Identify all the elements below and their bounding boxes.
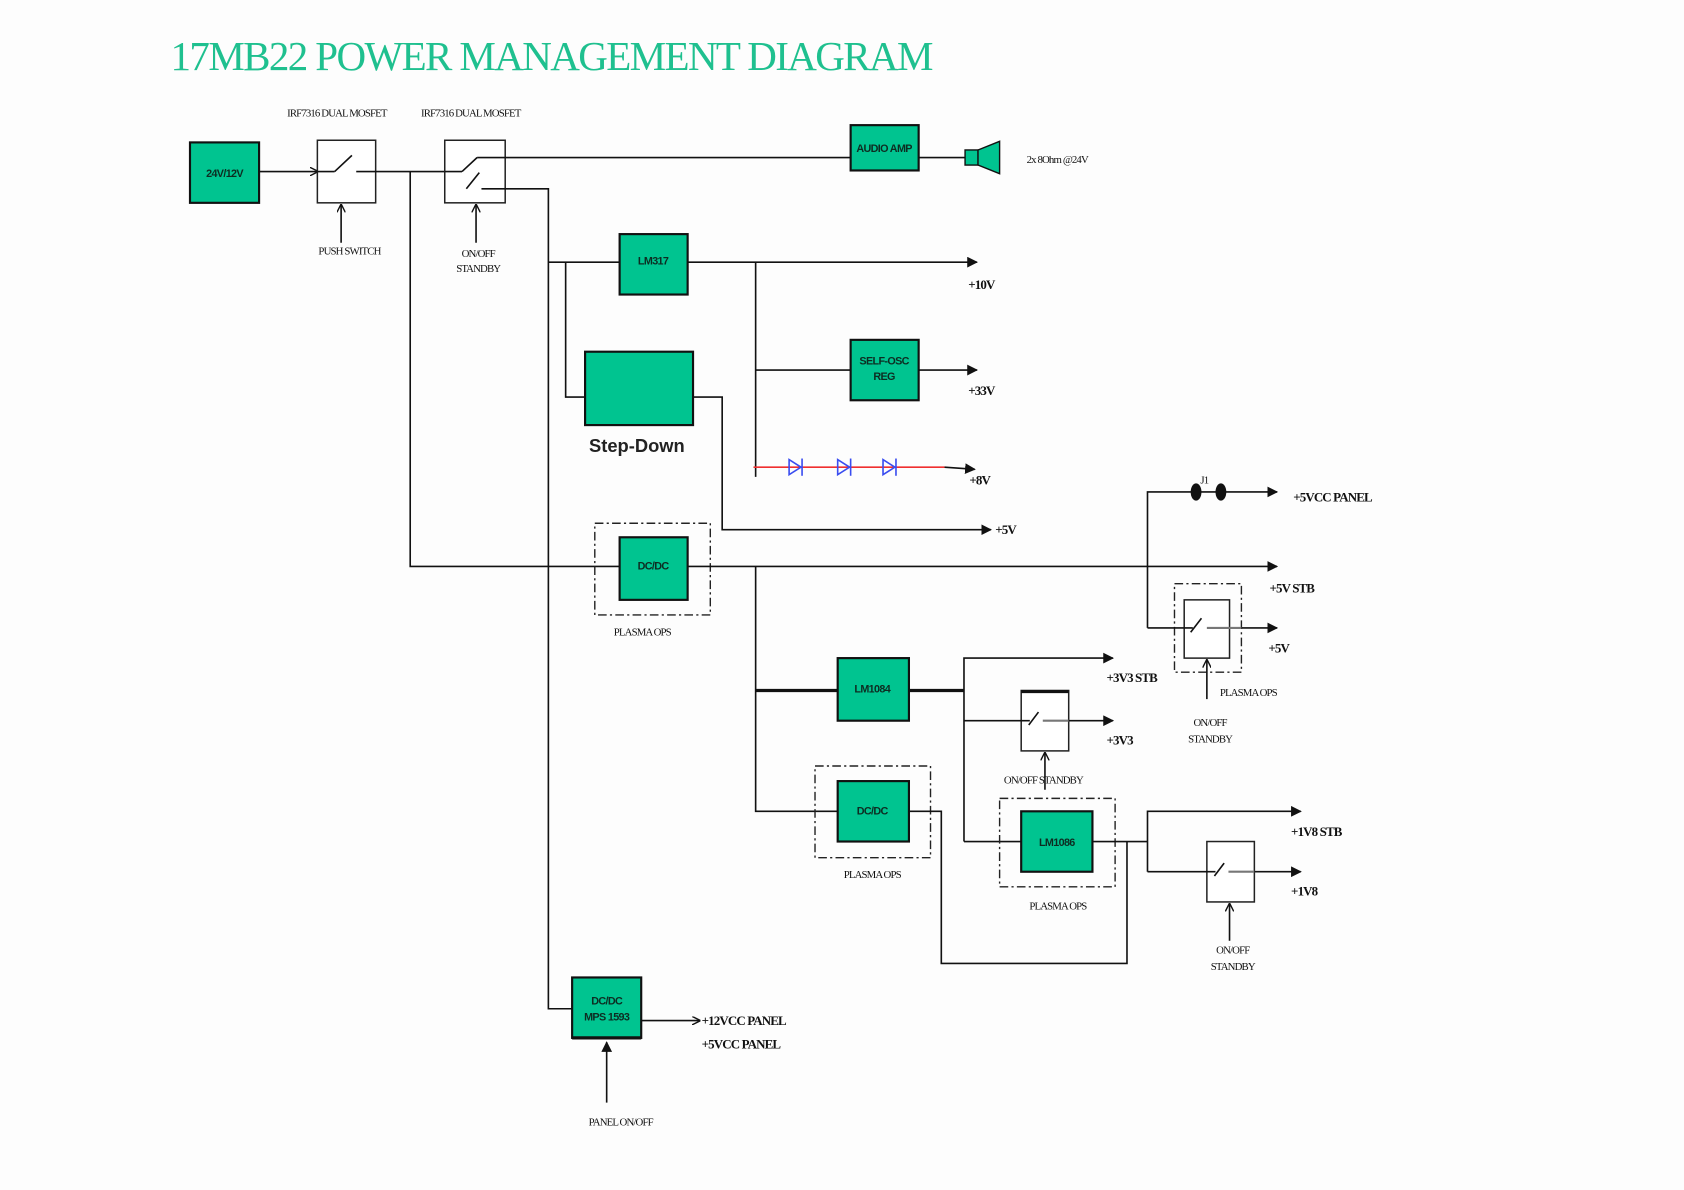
dcdc-lower-block: DC/DC [836,780,911,843]
dcdc-panel-label-line2: MPS 1593 [584,1012,630,1024]
push-switch-label: PUSH SWITCH [318,246,381,258]
output-10v-label: +10V [968,277,996,292]
mosfet-1-label: IRF7316 DUAL MOSFET [287,108,388,120]
output-8v-label: +8V [969,472,991,487]
standby-1v8-label-line2: STANDBY [1211,961,1256,973]
standby-1v8-label-line1: ON/OFF [1216,945,1250,957]
mosfet-2-label: IRF7316 DUAL MOSFET [421,108,522,120]
standby-1-label-line1: ON/OFF [462,248,496,260]
connector-j1-pin-icon [1215,483,1227,501]
wire-to-dcdc-main [409,171,620,568]
switch-contact-icon [334,154,353,173]
connector-j1-pin-icon [1190,483,1202,501]
plasma-ops-lm1086-group [998,797,1116,888]
wire-3v3-stb-output [963,652,1115,691]
output-5v-stepdown-label: +5V [995,522,1017,537]
output-1v8-label: +1V8 [1291,883,1319,898]
wire-main-switched-rail [505,187,573,1010]
input-24v-12v-block: 24V/12V [188,141,261,204]
standby-5v-label-line1: ON/OFF [1194,717,1228,729]
audio-amp-label: AUDIO AMP [856,143,912,155]
connector-j1-label: J1 [1200,474,1208,486]
standby-1-label-line2: STANDBY [456,263,501,275]
lm317-label: LM317 [638,255,669,267]
wire-5vcc-panel [1146,486,1279,628]
output-1v8-stb-label: +1V8 STB [1291,824,1343,839]
output-3v3-label: +3V3 [1106,732,1134,747]
plasma-ops-lm1086-label: PLASMA OPS [1029,900,1087,912]
output-5vcc-panel-2-label: +5VCC PANEL [702,1037,782,1052]
output-5vcc-panel-label: +5VCC PANEL [1293,490,1373,505]
diode-icon [882,458,897,477]
wire-1v8-stb-output [1146,805,1302,842]
step-down-block [584,350,695,427]
plasma-ops-dcdc-lower-label: PLASMA OPS [844,869,902,881]
plasma-ops-main-label: PLASMA OPS [614,626,672,638]
3v3-standby-switch [963,689,1070,752]
diode-icon [788,458,803,477]
diode-chain [753,458,976,477]
speaker-icon [964,140,1001,175]
step-down-label: Step-Down [589,435,685,456]
dcdc-main-label: DC/DC [638,561,670,573]
5v-standby-switch [1147,599,1242,659]
lm1084-block: LM1084 [836,657,911,722]
output-12vcc-panel-label: +12VCC PANEL [702,1013,787,1028]
push-switch-mosfet [316,139,377,204]
output-33v-label: +33V [968,383,996,398]
plasma-ops-5v-switch-label: PLASMA OPS [1220,687,1278,699]
output-3v3-stb-label: +3V3 STB [1106,670,1158,685]
diagram-title: 17MB22 POWER MANAGEMENT DIAGRAM [171,33,933,79]
dcdc-main-block: DC/DC [618,536,689,601]
lm1086-block: LM1086 [1020,810,1094,873]
standby-3v3-label: ON/OFF STANDBY [1004,774,1084,786]
wire-5v-stepdown-output [693,396,993,536]
plasma-ops-main-group [594,522,712,616]
dcdc-panel-label-line1: DC/DC [591,995,623,1007]
dcdc-panel-block: DC/DC MPS 1593 [571,976,643,1040]
diode-icon [836,458,852,477]
self-osc-label-line2: REG [873,371,895,383]
lm1086-label: LM1086 [1039,837,1075,849]
standby-5v-label-line2: STANDBY [1188,733,1233,745]
wire-dcdc-lower-to-1v8 [908,810,1128,965]
dcdc-lower-label: DC/DC [857,806,889,818]
audio-amp-block: AUDIO AMP [849,124,920,172]
wire-to-step-down [564,262,586,398]
panel-onoff-label: PANEL ON/OFF [589,1116,654,1128]
output-5v-stb-label: +5V STB [1269,580,1315,595]
wire-to-dcdc-lower [754,566,838,813]
1v8-standby-switch [1147,840,1256,903]
standby-dual-mosfet [443,139,506,204]
lm1084-label: LM1084 [854,684,890,696]
output-5v-switched-label: +5V [1268,641,1290,656]
self-osc-label-line1: SELF-OSC [859,356,909,368]
input-block-label: 24V/12V [206,168,244,180]
speaker-spec-label: 2x 8Ohm @24V [1027,154,1089,166]
lm317-block: LM317 [618,233,689,296]
self-osc-reg-block: SELF-OSC REG [849,338,920,402]
